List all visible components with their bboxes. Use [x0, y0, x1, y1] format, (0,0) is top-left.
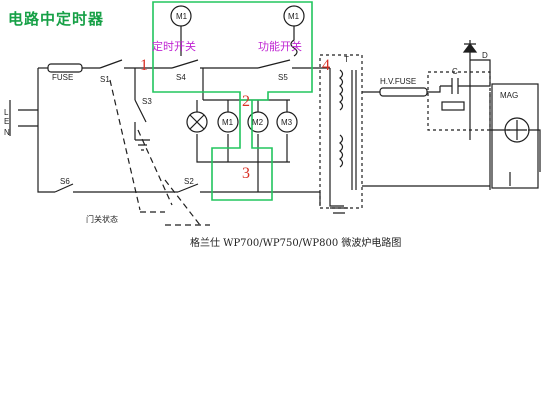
wire-magnetron [490, 129, 541, 186]
transformer-core [351, 70, 357, 190]
magnetron-housing [491, 83, 539, 189]
switch-s2-contact [177, 183, 199, 193]
motor-m3-label: M3 [281, 118, 293, 127]
terminal-l-label: L [4, 108, 9, 117]
fuse-hv-symbol [379, 87, 428, 97]
timer-motor-shafts [180, 26, 298, 57]
motor-m3-symbol [276, 111, 298, 133]
ground-s3 [135, 139, 150, 151]
lamp-cross [189, 114, 205, 130]
ground-transformer [330, 207, 348, 214]
fuse-main-label: FUSE [52, 73, 73, 82]
marker-1: 1 [140, 57, 148, 74]
magnetron-label: MAG [500, 91, 518, 100]
transformer-winding-primary [339, 69, 344, 168]
marker-2: 2 [242, 93, 250, 110]
switch-s3-label: S3 [142, 97, 152, 106]
switch-s4-contact [171, 59, 199, 69]
diode-label: D [482, 51, 488, 60]
bleeder-resistor [441, 101, 465, 111]
switch-s3-contact [134, 99, 147, 123]
diagram-heading: 电路中定时器 [8, 10, 105, 28]
switch-s2-label: S2 [184, 177, 194, 186]
function-switch-label: 功能开关 [258, 39, 302, 53]
timer-highlight-frame [152, 1, 313, 101]
switch-s6-contact [54, 183, 74, 193]
switch-s1-label: S1 [100, 75, 110, 84]
diagram-caption: 格兰仕 WP700/WP750/WP800 微波炉电路图 [190, 238, 402, 249]
terminal-block-lines [9, 100, 38, 136]
capacitor-label: C [452, 67, 458, 76]
motor-highlight-frame [211, 100, 273, 201]
wire-bottom-rail [37, 68, 320, 193]
lamp-symbol [186, 111, 208, 133]
wire-transformer-primary [329, 68, 344, 207]
function-motor-label: M1 [288, 12, 300, 21]
switch-s6-label: S6 [60, 177, 70, 186]
motor-m2-symbol [247, 111, 269, 133]
motor-m1-label: M1 [222, 118, 234, 127]
marker-3: 3 [242, 165, 250, 182]
motor-m1-symbol [217, 111, 239, 133]
timer-motor-label: M1 [176, 12, 188, 21]
hv-capacitor-housing [427, 71, 491, 131]
wire-motor-return [196, 134, 290, 163]
magnetron-filament [507, 120, 527, 140]
transformer-label: T [344, 55, 349, 64]
door-linkage-tail [140, 211, 210, 226]
marker-4: 4 [322, 57, 330, 74]
magnetron-symbol [504, 117, 530, 143]
fuse-hv-label: H.V.FUSE [380, 77, 416, 86]
door-state-label: 门关状态 [86, 214, 118, 224]
switch-s5-contact [257, 59, 291, 69]
terminal-n-label: N [4, 128, 10, 137]
switch-s4-label: S4 [176, 73, 186, 82]
motor-m2-label: M2 [252, 118, 264, 127]
door-interlock-linkage [109, 79, 201, 226]
switch-s5-label: S5 [278, 73, 288, 82]
timer-switch-label: 定时开关 [152, 39, 196, 53]
diode-symbol [462, 43, 478, 53]
switch-s1-contact [99, 59, 123, 69]
fuse-main-symbol [47, 63, 83, 73]
terminal-e-label: E [4, 117, 9, 126]
capacitor-symbol [440, 78, 470, 94]
